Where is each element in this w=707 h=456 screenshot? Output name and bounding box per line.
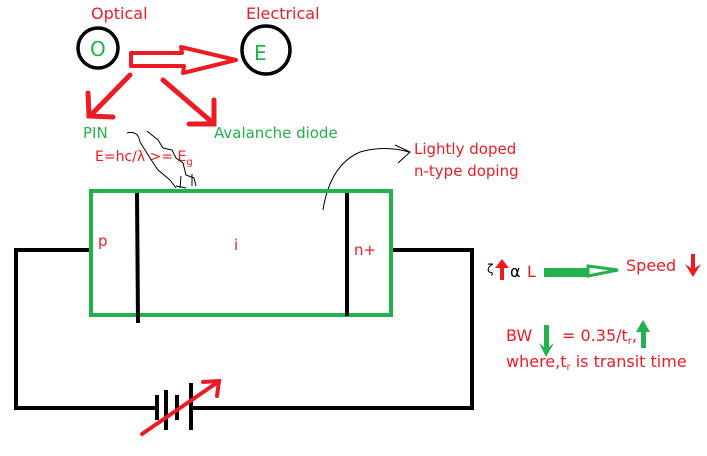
optical-circle: [76, 26, 120, 70]
speed-label: Speed: [626, 256, 676, 275]
alpha-symbol: α: [510, 262, 521, 281]
down-arrow-red-icon: [685, 254, 701, 277]
electrical-label: Electrical: [246, 4, 320, 23]
optical-letter: O: [90, 37, 106, 61]
down-arrow-green-icon: [539, 325, 554, 357]
electrical-circle: [240, 24, 292, 76]
double-arrow-green-icon: [544, 264, 619, 278]
p-i-junction: [135, 192, 140, 324]
circuit-wire: [14, 248, 474, 410]
bw-formula: = 0.35/tr,: [562, 326, 637, 347]
p-region-label: p: [98, 232, 108, 250]
avalanche-label: Avalanche diode: [214, 124, 338, 142]
annotation-line-2: n-type doping: [414, 162, 519, 180]
up-arrow-red-icon: [495, 259, 509, 280]
photon-squiggle-icon: [126, 130, 197, 189]
annotation-line-1: Lightly doped: [414, 140, 516, 158]
bw-label: BW: [506, 326, 532, 345]
n-region-label: n+: [354, 241, 376, 259]
electrical-letter: E: [254, 41, 267, 65]
pin-diode-box: [89, 189, 393, 317]
variable-arrow-icon: [140, 378, 222, 436]
battery-icon: [155, 383, 193, 430]
energy-equation: E=hc/λ >= Eg: [95, 149, 193, 168]
length-symbol: L: [527, 262, 536, 281]
optical-label: Optical: [91, 4, 148, 23]
annotation-arrow-icon: [322, 144, 411, 211]
arrow-to-pin-icon: [85, 72, 133, 120]
optical-to-electrical-arrow-icon: [129, 45, 238, 75]
i-region-label: i: [234, 236, 238, 254]
transit-time-note: where,tr is transit time: [506, 352, 687, 373]
zeta-symbol: ζ: [487, 262, 494, 276]
up-arrow-green-icon: [636, 320, 650, 348]
pin-label: PIN: [83, 124, 108, 142]
arrow-to-avalanche-icon: [160, 77, 217, 127]
